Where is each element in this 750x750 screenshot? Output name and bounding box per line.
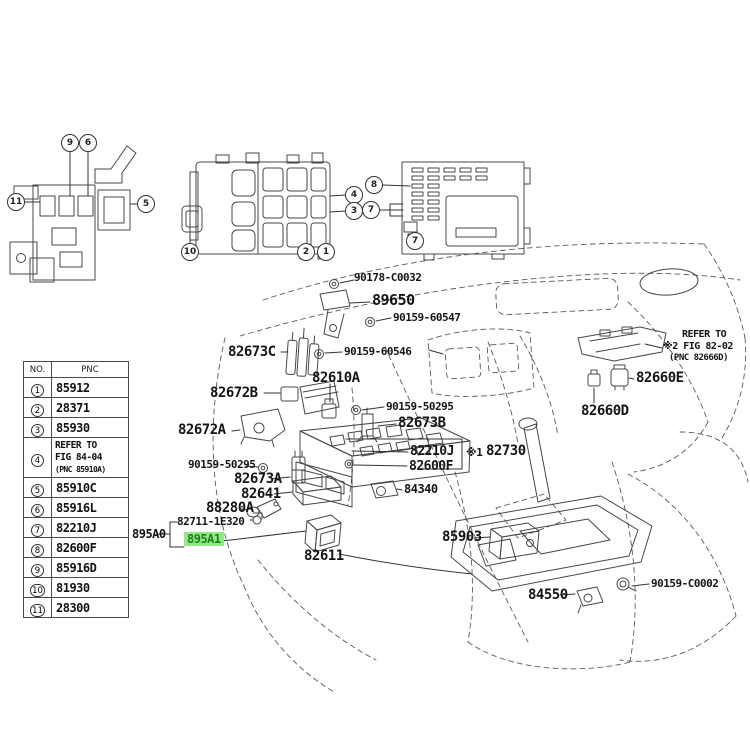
part-label-82660e[interactable]: 82660E	[636, 370, 684, 386]
part-label-90159-50295[interactable]: 90159-50295	[386, 400, 454, 413]
pnc-table-row[interactable]: 9 85916D	[23, 557, 129, 579]
callout-circle-10-4: 10	[181, 243, 199, 261]
refer-note-1: ※1	[466, 446, 483, 459]
part-label-88280a[interactable]: 88280A	[206, 500, 254, 516]
pnc-table-row[interactable]: 1 85912	[23, 377, 129, 398]
circled-number: 8	[31, 544, 44, 558]
pnc-value: 28300	[51, 597, 129, 619]
pnc-table-row[interactable]: 5 85910C	[23, 477, 129, 499]
part-label-82711-1e320[interactable]: 82711-1E320	[177, 515, 245, 528]
part-label-82210j[interactable]: 82210J	[410, 444, 454, 459]
refer-note-line: REFER TO	[55, 440, 97, 451]
refer-note-pnc-82666d: (PNC 82666D)	[669, 353, 729, 363]
callout-circle-4-7: 4	[345, 186, 363, 204]
refer-note-2-fig-82-02: ※2 FIG 82-02	[663, 341, 733, 352]
part-label-895a0[interactable]: 895A0	[132, 527, 166, 541]
part-label-82730[interactable]: 82730	[486, 443, 526, 459]
callout-circle-7-11: 7	[406, 232, 424, 250]
component-drawings	[241, 280, 666, 614]
refer-note-line: FIG 84-04	[55, 452, 102, 464]
callout-circle-5-3: 5	[137, 195, 155, 213]
part-label-82611[interactable]: 82611	[304, 548, 344, 564]
dashboard-outline	[213, 243, 748, 692]
row-number-cell: 11	[23, 597, 52, 619]
part-label-90159-c0002[interactable]: 90159-C0002	[651, 577, 719, 590]
part-label-84340[interactable]: 84340	[404, 482, 438, 496]
circled-number: 11	[30, 604, 45, 618]
circled-number: 7	[31, 524, 44, 538]
circled-number: 10	[30, 584, 45, 598]
pnc-table-row[interactable]: 11 28300	[23, 597, 129, 619]
circled-number: 3	[31, 424, 44, 437]
part-label-82672a[interactable]: 82672A	[178, 422, 226, 438]
pnc-table-row[interactable]: 10 81930	[23, 577, 129, 599]
callout-circle-8-9: 8	[365, 176, 383, 194]
pnc-table-row[interactable]: 8 82600F	[23, 537, 129, 559]
part-label-90159-60546[interactable]: 90159-60546	[344, 345, 412, 358]
callout-circle-3-8: 3	[345, 202, 363, 220]
fuse-box-drawing	[10, 146, 137, 282]
pnc-value: 85912	[51, 377, 129, 398]
part-label-highlighted-895a1[interactable]: 895A1	[184, 532, 224, 546]
part-label-82673b[interactable]: 82673B	[398, 415, 446, 431]
refer-note-line: (PNC 85910A)	[55, 464, 106, 474]
callout-circle-11-2: 11	[7, 193, 25, 211]
part-label-82673a[interactable]: 82673A	[234, 471, 282, 487]
circled-number: 4	[31, 454, 44, 468]
callout-circle-7-10: 7	[362, 201, 380, 219]
circled-number: 5	[31, 484, 44, 498]
callout-circle-1-6: 1	[317, 243, 335, 261]
part-label-85903[interactable]: 85903	[442, 529, 482, 545]
part-label-82641[interactable]: 82641	[241, 486, 281, 502]
pnc-value: 85910C	[51, 477, 129, 499]
pnc-value: 85916D	[51, 557, 129, 579]
part-label-82672b[interactable]: 82672B	[210, 385, 258, 401]
circled-number: 6	[31, 504, 44, 518]
pnc-value: 81930	[51, 577, 129, 599]
part-label-90159-60547[interactable]: 90159-60547	[393, 311, 461, 324]
circled-number: 1	[31, 384, 44, 397]
callout-circle-2-5: 2	[297, 243, 315, 261]
row-number-cell: 4	[23, 436, 52, 479]
circled-number: 9	[31, 564, 44, 578]
refer-note-refer-to: REFER TO	[682, 329, 727, 340]
part-label-90178-c0032[interactable]: 90178-C0032	[354, 271, 422, 284]
callout-circle-9-0: 9	[61, 134, 79, 152]
part-label-82610a[interactable]: 82610A	[312, 370, 360, 386]
part-label-82660d[interactable]: 82660D	[581, 403, 629, 419]
leader-lines	[157, 280, 662, 595]
pnc-value: 82600F	[51, 537, 129, 559]
part-label-82600f[interactable]: 82600F	[409, 459, 453, 474]
part-label-84550[interactable]: 84550	[528, 587, 568, 603]
junction-block-drawing	[182, 153, 346, 259]
callout-circle-6-1: 6	[79, 134, 97, 152]
ecu-drawing	[380, 162, 530, 260]
part-label-82673c[interactable]: 82673C	[228, 344, 276, 360]
row-number-cell: 3	[23, 417, 52, 438]
part-label-89650[interactable]: 89650	[372, 291, 415, 309]
part-label-90159-50295[interactable]: 90159-50295	[188, 458, 256, 471]
circled-number: 2	[31, 404, 44, 417]
